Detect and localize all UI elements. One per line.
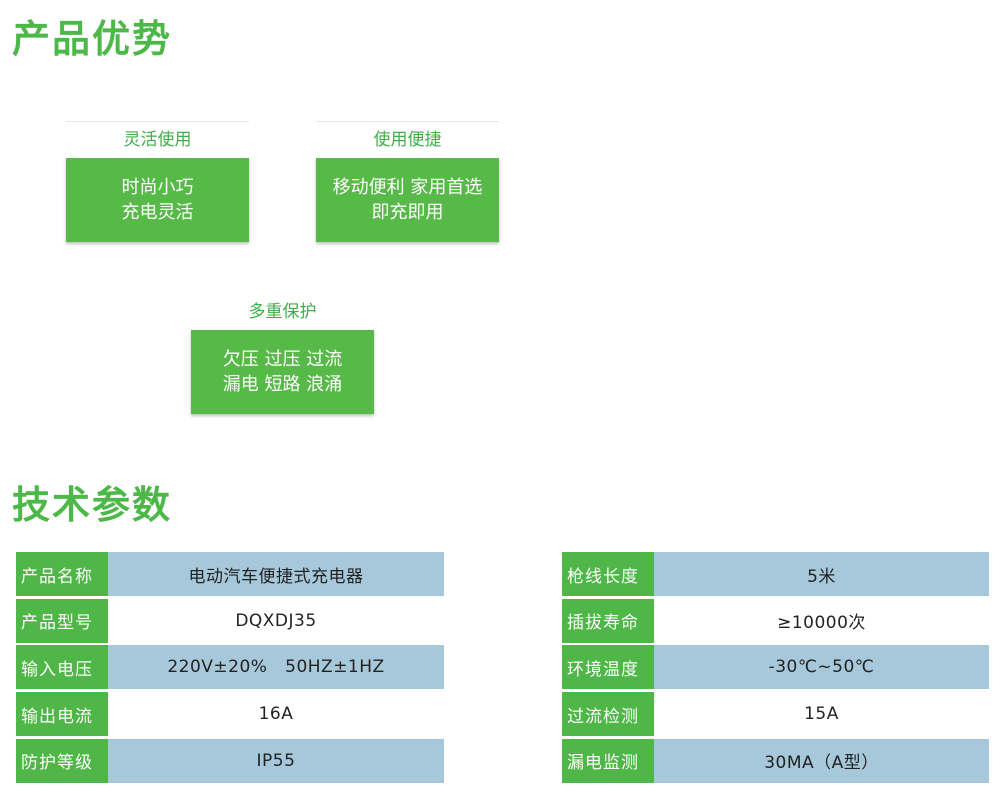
spec-value: 5米 [654,552,989,596]
advantages-heading: 产品优势 [12,17,173,61]
card-line: 移动便利 家用首选 [332,177,483,198]
spec-key: 输出电流 [16,692,108,737]
spec-value: ≥10000次 [654,598,989,643]
table-row: 过流检测 15A [562,692,989,737]
card-body: 时尚小巧 充电灵活 [66,158,249,242]
specs-heading: 技术参数 [12,483,173,527]
table-row: 环境温度 -30℃~50℃ [562,645,989,690]
table-row: 防护等级 IP55 [16,738,444,783]
spec-key: 输入电压 [16,645,108,690]
spec-value: 电动汽车便捷式充电器 [108,552,444,596]
table-row: 产品名称 电动汽车便捷式充电器 [16,552,444,596]
spec-value: 15A [654,692,989,737]
spec-key: 产品型号 [16,598,108,643]
spec-value: IP55 [108,738,444,783]
spec-value: DQXDJ35 [108,598,444,643]
card-title: 多重保护 [248,302,317,322]
card-line: 即充即用 [371,202,444,223]
advantage-card-protection: 多重保护 欠压 过压 过流 漏电 短路 浪涌 [191,294,374,414]
spec-key: 枪线长度 [562,552,654,596]
spec-value: -30℃~50℃ [654,645,989,690]
spec-key: 防护等级 [16,738,108,783]
advantage-card-convenient: 使用便捷 移动便利 家用首选 即充即用 [316,121,499,242]
card-line: 欠压 过压 过流 [222,349,343,370]
spec-key: 插拔寿命 [562,598,654,643]
spec-value: 220V±20% 50HZ±1HZ [108,645,444,690]
table-row: 输入电压 220V±20% 50HZ±1HZ [16,645,444,690]
table-row: 插拔寿命 ≥10000次 [562,598,989,643]
card-line: 漏电 短路 浪涌 [222,374,343,395]
table-row: 枪线长度 5米 [562,552,989,596]
card-body: 移动便利 家用首选 即充即用 [316,158,499,242]
advantage-card-flexible: 灵活使用 时尚小巧 充电灵活 [66,121,249,242]
spec-value: 16A [108,692,444,737]
spec-key: 漏电监测 [562,738,654,783]
spec-table-left: 产品名称 电动汽车便捷式充电器 产品型号 DQXDJ35 输入电压 220V±2… [16,552,444,785]
table-row: 产品型号 DQXDJ35 [16,598,444,643]
table-row: 漏电监测 30MA（A型） [562,738,989,783]
card-title: 灵活使用 [66,121,249,158]
spec-key: 产品名称 [16,552,108,596]
spec-key: 环境温度 [562,645,654,690]
spec-key: 过流检测 [562,692,654,737]
table-row: 输出电流 16A [16,692,444,737]
card-line: 时尚小巧 [121,177,194,198]
spec-value: 30MA（A型） [654,738,989,783]
spec-table-right: 枪线长度 5米 插拔寿命 ≥10000次 环境温度 -30℃~50℃ 过流检测 … [562,552,989,785]
card-line: 充电灵活 [121,202,194,223]
card-title: 使用便捷 [316,121,499,158]
card-body: 欠压 过压 过流 漏电 短路 浪涌 [191,330,374,414]
